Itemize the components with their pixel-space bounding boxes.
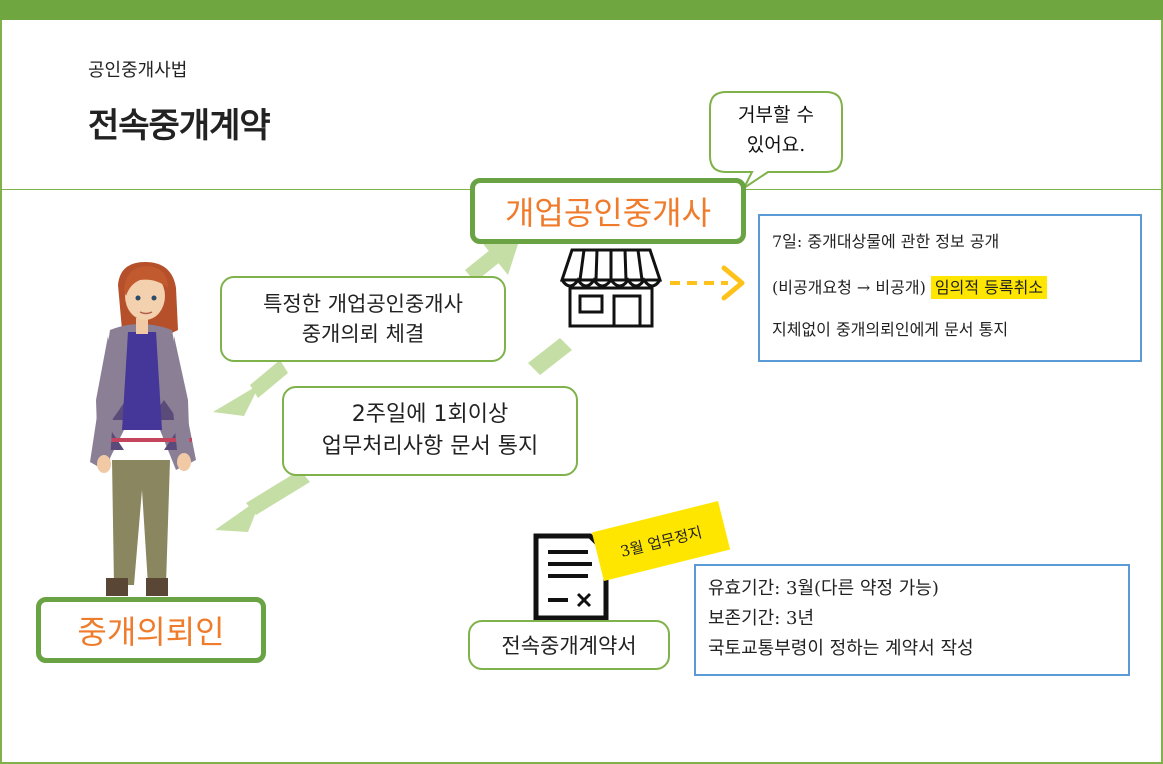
disclosure-line3: 지체없이 중개의뢰인에게 문서 통지	[772, 320, 1009, 339]
disclosure-highlight: 임의적 등록취소	[930, 276, 1048, 299]
person-illustration	[90, 262, 196, 596]
page-subtitle: 공인중개사법	[88, 60, 188, 81]
arrow-contract-to-client	[213, 360, 288, 416]
terms-box: 유효기간: 3월(다른 약정 가능) 보존기간: 3년 국토교통부령이 정하는 …	[694, 564, 1130, 676]
arrow-report-to-client	[215, 470, 310, 532]
client-label-text: 중개의뢰인	[77, 613, 225, 651]
document-icon	[533, 533, 609, 621]
speech-bubble-line1: 거부할 수	[738, 104, 814, 126]
contract-box-line1: 특정한 개업공인중개사	[263, 292, 463, 316]
client-label: 중개의뢰인	[36, 597, 266, 663]
report-box-line1: 2주일에 1회이상	[351, 402, 509, 427]
disclosure-line2: (비공개요청 → 비공개)	[772, 278, 926, 297]
document-label: 전속중개계약서	[468, 620, 670, 670]
report-box-line2: 업무처리사항 문서 통지	[321, 434, 539, 459]
broker-label: 개업공인중개사	[470, 178, 746, 244]
contract-box-line2: 중개의뢰 체결	[301, 322, 425, 346]
disclosure-box: 7일: 중개대상물에 관한 정보 공개 (비공개요청 → 비공개) 임의적 등록…	[758, 214, 1142, 362]
dashed-arrow-icon	[670, 265, 745, 301]
terms-line3: 국토교통부령이 정하는 계약서 작성	[708, 638, 974, 659]
broker-label-text: 개업공인중개사	[504, 194, 712, 232]
top-bar	[0, 0, 1163, 20]
store-icon	[559, 248, 663, 328]
terms-line1: 유효기간: 3월(다른 약정 가능)	[708, 578, 939, 599]
speech-bubble-line2: 있어요.	[746, 134, 806, 156]
contract-box: 특정한 개업공인중개사 중개의뢰 체결	[220, 276, 506, 362]
arrow-client-to-broker	[465, 238, 520, 282]
speech-bubble	[709, 91, 843, 191]
report-box: 2주일에 1회이상 업무처리사항 문서 통지	[282, 386, 578, 476]
sticky-note-text: 3월 업무정지	[618, 522, 704, 561]
disclosure-line1: 7일: 중개대상물에 관한 정보 공개	[772, 232, 1000, 251]
speech-bubble-text: 거부할 수 있어요.	[712, 100, 840, 160]
terms-line2: 보존기간: 3년	[708, 608, 815, 629]
page-title: 전속중개계약	[88, 106, 271, 146]
disclosure-line2-row: (비공개요청 → 비공개) 임의적 등록취소	[772, 268, 1128, 316]
document-label-text: 전속중개계약서	[501, 634, 637, 658]
arrow-broker-to-report	[528, 338, 572, 375]
